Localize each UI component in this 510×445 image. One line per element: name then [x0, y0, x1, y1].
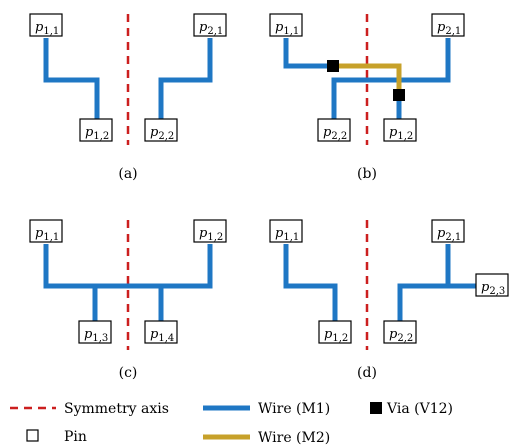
pin: p2,2 — [144, 118, 178, 142]
pin: p1,2 — [193, 219, 227, 243]
svg-text:p2,1: p2,1 — [199, 20, 223, 37]
via — [393, 89, 405, 101]
wire-m1 — [397, 244, 451, 322]
legend-label-wire-m2: Wire (M2) — [258, 430, 330, 445]
pin: p2,2 — [317, 118, 351, 142]
panel-caption: (b) — [357, 166, 377, 182]
pin: p2,1 — [431, 13, 465, 37]
pin-icon — [26, 429, 39, 442]
pin: p1,1 — [269, 219, 303, 243]
legend-item-wire-m2: Wire (M2) — [203, 430, 330, 445]
wire-m2 — [333, 63, 402, 95]
legend-label-pin: Pin — [64, 429, 87, 445]
legend-item-via: Via (V12) — [370, 401, 453, 417]
svg-text:p1,2: p1,2 — [389, 125, 413, 142]
svg-text:p1,1: p1,1 — [275, 226, 299, 243]
via-icon — [370, 402, 382, 414]
pin: p2,2 — [383, 320, 417, 344]
pin: p1,4 — [144, 320, 178, 344]
svg-text:p2,2: p2,2 — [150, 125, 174, 142]
pin: p1,2 — [318, 320, 352, 344]
svg-text:p1,3: p1,3 — [84, 327, 108, 344]
wire-m1 — [283, 38, 333, 69]
svg-text:p2,1: p2,1 — [437, 226, 461, 243]
wire-m1 — [158, 38, 213, 120]
panel-caption: (a) — [118, 166, 137, 182]
svg-text:p1,2: p1,2 — [199, 226, 223, 243]
pin: p1,2 — [383, 118, 417, 142]
pin: p1,1 — [29, 219, 63, 243]
pin: p1,3 — [78, 320, 112, 344]
wire-m1 — [283, 244, 338, 322]
wire-m1 — [43, 244, 213, 289]
pin: p1,2 — [79, 118, 113, 142]
svg-text:p1,1: p1,1 — [35, 226, 59, 243]
svg-text:p1,1: p1,1 — [275, 20, 299, 37]
legend: Symmetry axis Wire (M1) Via (V12) Pin Wi… — [10, 401, 453, 445]
pin: p1,1 — [269, 13, 303, 37]
svg-text:p1,2: p1,2 — [324, 327, 348, 344]
svg-text:p1,1: p1,1 — [35, 20, 59, 37]
svg-text:p1,4: p1,4 — [150, 327, 174, 344]
pin: p2,1 — [193, 13, 227, 37]
panel-caption: (c) — [119, 365, 138, 381]
legend-item-axis: Symmetry axis — [10, 401, 169, 417]
pin: p1,1 — [29, 13, 63, 37]
via — [327, 60, 339, 72]
svg-text:p2,3: p2,3 — [481, 280, 505, 297]
panel-c: p1,1 p1,2 p1,3 p1,4 (c) — [29, 219, 227, 381]
legend-label-via: Via (V12) — [386, 401, 453, 417]
pin: p2,1 — [431, 219, 465, 243]
svg-text:p2,1: p2,1 — [437, 20, 461, 37]
panel-d: p1,1 p2,1 p2,3 p1,2 p2,2 (d) — [269, 219, 509, 381]
wire-m1 — [43, 38, 100, 120]
legend-label-wire-m1: Wire (M1) — [258, 401, 330, 417]
panel-a: p1,1 p2,1 p1,2 p2,2 (a) — [29, 13, 227, 182]
panel-caption: (d) — [357, 365, 377, 381]
svg-text:p2,2: p2,2 — [323, 125, 347, 142]
legend-item-pin: Pin — [26, 429, 87, 445]
svg-text:p1,2: p1,2 — [85, 125, 109, 142]
wire-m1 — [331, 38, 451, 120]
pin: p2,3 — [475, 273, 509, 297]
legend-item-wire-m1: Wire (M1) — [203, 401, 330, 417]
svg-text:p2,2: p2,2 — [389, 327, 413, 344]
legend-label-axis: Symmetry axis — [64, 401, 169, 417]
panel-b: p1,1 p2,1 p2,2 p1,2 (b) — [269, 13, 465, 182]
